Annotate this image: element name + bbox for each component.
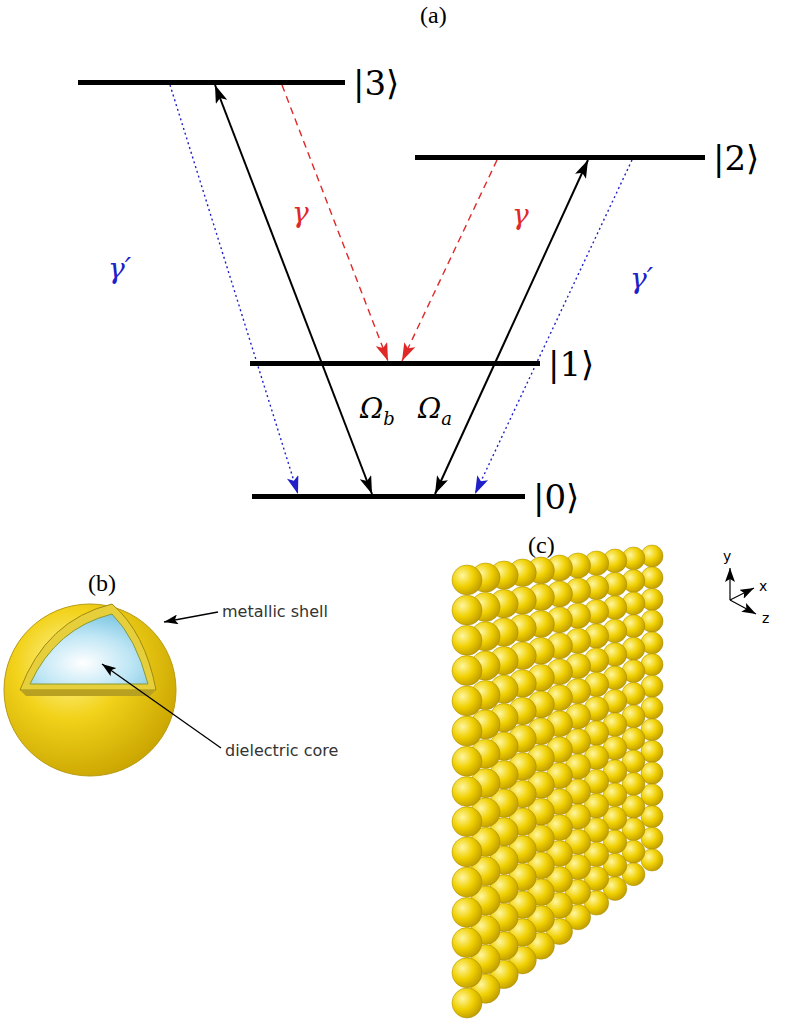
panel-label: (a)	[420, 2, 447, 29]
level-label: |0⟩	[533, 477, 579, 517]
energy-level: |3⟩	[78, 80, 345, 85]
decay-arrow	[402, 160, 497, 361]
panel-label: (c)	[528, 532, 555, 559]
energy-level: |1⟩	[250, 361, 540, 366]
sphere-array	[452, 545, 663, 1018]
energy-level: |0⟩	[252, 494, 525, 499]
level-label: |2⟩	[713, 138, 759, 178]
pump-arrow	[215, 85, 372, 494]
transition-label: Ωb	[360, 392, 395, 429]
part-label: dielectric core	[225, 741, 338, 760]
leader-arrow	[102, 664, 221, 748]
leader-arrow	[164, 612, 218, 622]
transition-label: γ′	[630, 262, 653, 295]
part-label: metallic shell	[222, 602, 328, 621]
axis-label: z	[762, 610, 769, 626]
transition-label: γ′	[108, 252, 131, 285]
pump-arrow	[435, 160, 588, 494]
core-shell-sphere	[4, 604, 176, 776]
panel-label: (b)	[88, 570, 116, 597]
axes	[730, 568, 756, 614]
level-label: |1⟩	[548, 344, 594, 384]
energy-level: |2⟩	[415, 155, 705, 160]
decay-arrow	[475, 160, 632, 494]
transition-label: γ	[512, 198, 529, 231]
transition-label: γ	[292, 196, 309, 229]
transition-label: Ωa	[418, 392, 452, 429]
axis-label: y	[723, 548, 731, 564]
decay-arrow	[282, 85, 388, 361]
decay-arrow	[170, 85, 298, 494]
level-label: |3⟩	[353, 63, 399, 103]
axis-label: x	[759, 578, 767, 594]
